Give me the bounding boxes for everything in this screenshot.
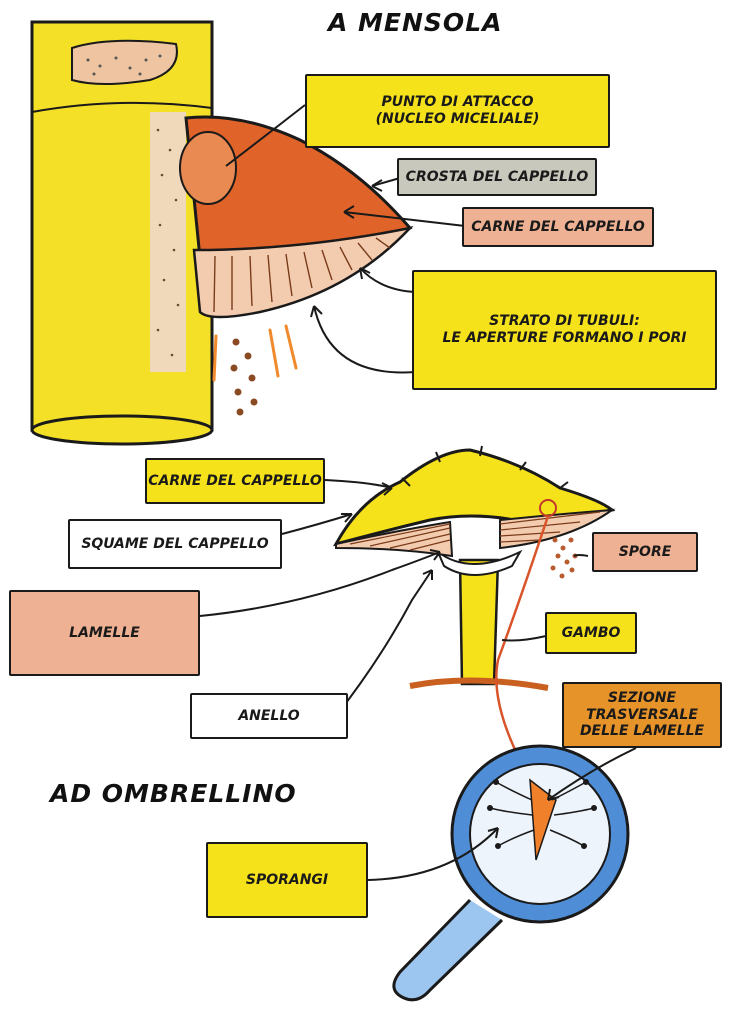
umbrella-mushroom — [332, 445, 616, 761]
title-ombrellino: AD OMBRELLINO — [50, 779, 297, 808]
label-lamelle: LAMELLE — [9, 590, 200, 676]
title-mensola: A MENSOLA — [328, 8, 503, 37]
label-carne-cappello-mid: CARNE DEL CAPPELLO — [145, 458, 325, 504]
bracket-fungus — [179, 115, 414, 416]
magnifying-glass — [392, 744, 630, 1002]
label-sezione-trasversale: SEZIONE TRASVERSALE DELLE LAMELLE — [562, 682, 722, 748]
label-sporangi: SPORANGI — [206, 842, 368, 918]
label-gambo: GAMBO — [545, 612, 637, 654]
label-carne-cappello-top: CARNE DEL CAPPELLO — [462, 207, 654, 247]
label-punto-attacco: PUNTO DI ATTACCO (NUCLEO MICELIALE) — [305, 74, 610, 148]
leader-lines-middle — [199, 479, 589, 717]
label-anello: ANELLO — [190, 693, 348, 739]
label-strato-tubuli: STRATO DI TUBULI: LE APERTURE FORMANO I … — [412, 270, 717, 390]
label-squame-cappello: SQUAME DEL CAPPELLO — [68, 519, 282, 569]
label-crosta-cappello: CROSTA DEL CAPPELLO — [397, 158, 597, 196]
leader-lines-bottom — [367, 747, 637, 881]
leader-lines-top — [225, 104, 466, 374]
label-spore: SPORE — [592, 532, 698, 572]
tree-trunk — [30, 20, 214, 446]
